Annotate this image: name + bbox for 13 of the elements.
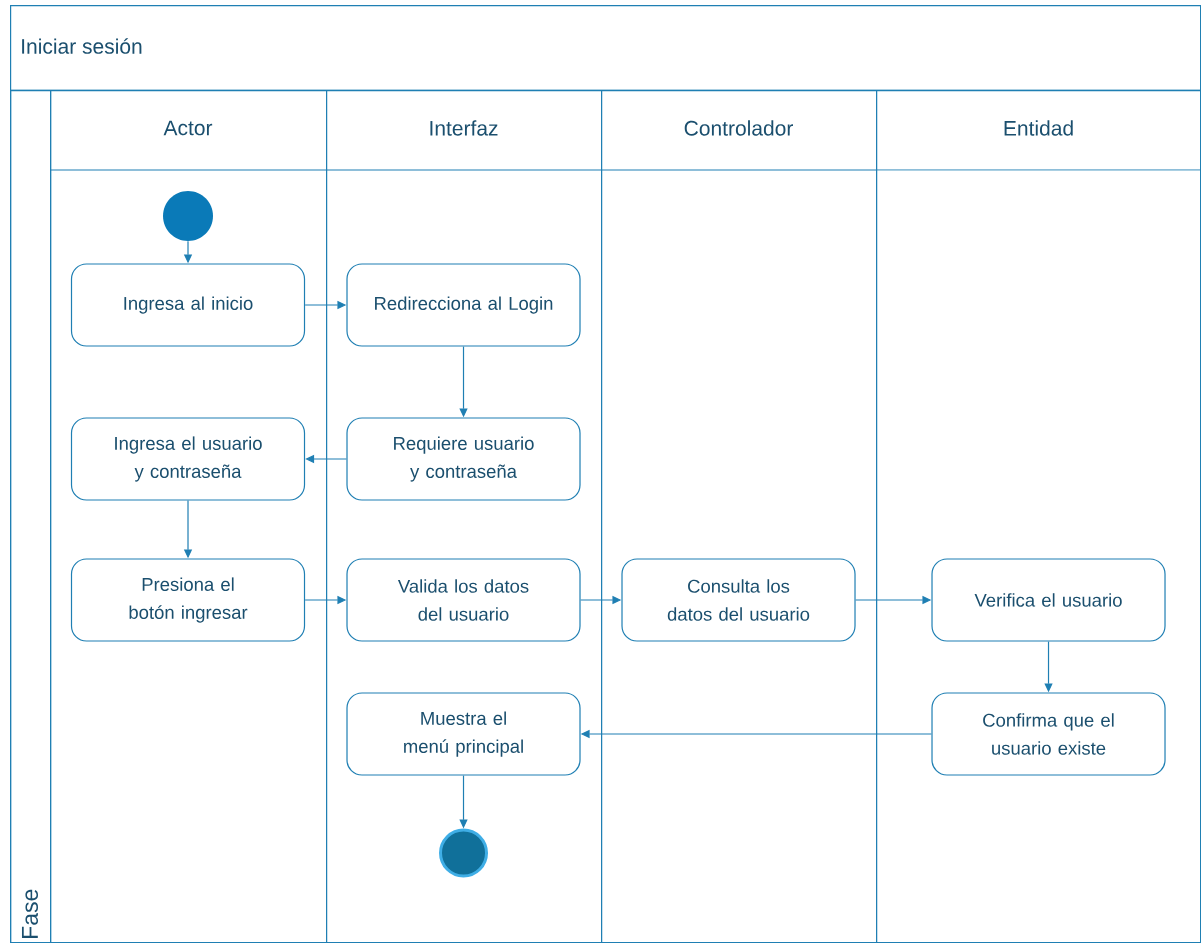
- activity-box: Redirecciona al Login: [346, 263, 581, 347]
- start-node: [163, 191, 213, 241]
- activity-box: Presiona el botón ingresar: [70, 558, 306, 642]
- activity-box: Ingresa el usuario y contraseña: [70, 417, 306, 501]
- activity-box: Requiere usuario y contraseña: [346, 417, 581, 501]
- activity-box: Ingresa al inicio: [70, 263, 306, 347]
- phase-band: Fase: [10, 90, 52, 943]
- activity-box: Muestra el menú principal: [346, 692, 581, 776]
- end-node: [439, 828, 488, 878]
- activity-box: Confirma que el usuario existe: [931, 692, 1166, 776]
- activity-box: Consulta los datos del usuario: [621, 558, 856, 642]
- activity-box: Verifica el usuario: [931, 558, 1166, 642]
- activity-box: Valida los datos del usuario: [346, 558, 581, 642]
